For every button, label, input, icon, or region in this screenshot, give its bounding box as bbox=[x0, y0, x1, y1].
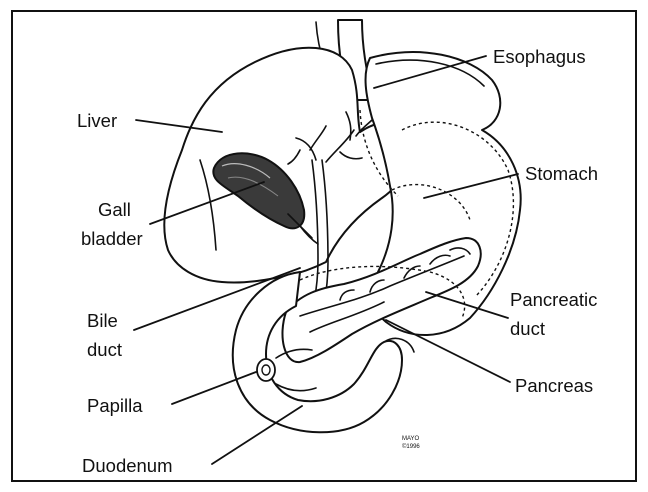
label-pancreatic-duct-line2: duct bbox=[510, 318, 545, 339]
label-pancreatic: Pancreatic bbox=[510, 289, 597, 310]
stamp-line2: ©1996 bbox=[402, 443, 420, 450]
label-bladder: bladder bbox=[81, 228, 143, 249]
label-pancreas: Pancreas bbox=[515, 375, 593, 396]
label-bile: Bile bbox=[87, 310, 118, 331]
label-liver: Liver bbox=[77, 110, 117, 131]
leader-duodenum bbox=[212, 406, 302, 464]
label-stomach: Stomach bbox=[525, 163, 598, 184]
label-bile-duct-line2: duct bbox=[87, 339, 122, 360]
label-esophagus: Esophagus bbox=[493, 46, 586, 67]
label-papilla: Papilla bbox=[87, 395, 143, 416]
label-duodenum: Duodenum bbox=[82, 455, 173, 476]
stamp-line1: MAYO bbox=[402, 436, 420, 442]
label-gall: Gall bbox=[98, 199, 131, 220]
